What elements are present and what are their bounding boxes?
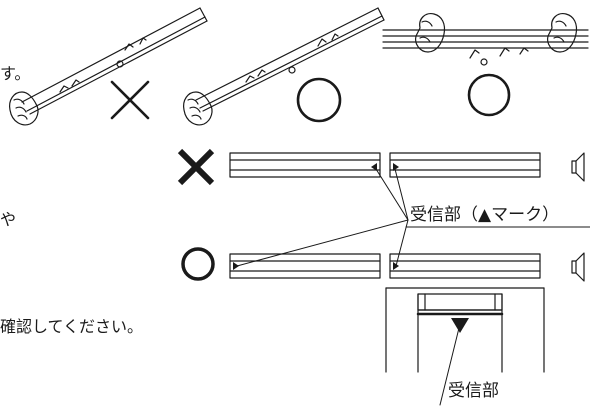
curtain-rail-icon: [382, 29, 589, 66]
hand-icon: [415, 13, 446, 53]
curtain-rail-icon: [389, 152, 541, 178]
curtain-rail-icon: [229, 253, 381, 279]
text-fragment-top: す。: [0, 64, 31, 83]
leader-lines: [236, 168, 590, 267]
receiver-label: 受信部: [448, 381, 499, 401]
speaker-icon: [571, 152, 585, 182]
correct-mark-icon: [296, 77, 342, 123]
wrong-mark-icon: [177, 148, 215, 186]
curtain-rail-icon: [389, 253, 541, 279]
hand-icon: [183, 91, 213, 126]
wrong-mark-icon: [110, 80, 150, 120]
text-fragment-bottom: 確認してください。: [0, 317, 144, 336]
leader-lines: [439, 327, 460, 406]
speaker-icon: [571, 252, 585, 282]
curtain-rail-icon: [229, 152, 381, 178]
curtain-rail-icon: [195, 7, 385, 112]
triangle-mark-icon: [451, 318, 469, 333]
rail-end-view: [385, 287, 545, 373]
hand-icon: [9, 91, 39, 126]
correct-mark-icon: [467, 73, 511, 117]
triangle-mark-icon: [233, 262, 399, 270]
hand-icon: [547, 13, 578, 53]
curtain-rail-icon: [21, 7, 208, 115]
correct-mark-icon: [181, 247, 215, 281]
text-fragment-middle: や: [0, 210, 17, 229]
receiver-mark-label: 受信部（▲マーク）: [410, 205, 560, 225]
